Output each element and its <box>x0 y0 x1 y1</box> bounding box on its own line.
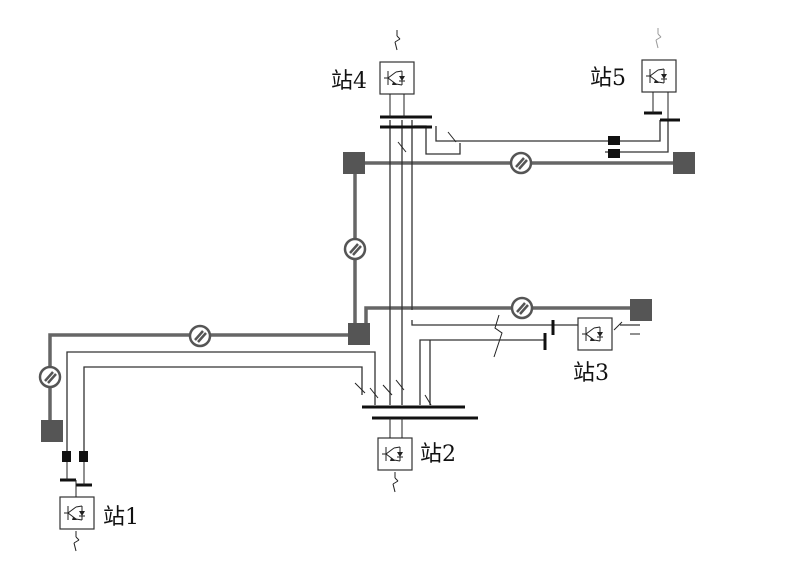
converter-station-1 <box>59 462 95 552</box>
station-1-label: 站1 <box>103 505 139 530</box>
fault-arrow-icon <box>354 131 640 406</box>
thin-connections <box>66 120 669 455</box>
station-2-label: 站2 <box>420 442 456 467</box>
converter-station-3 <box>577 317 613 351</box>
node-square <box>41 420 63 442</box>
breaker-icon <box>62 136 620 462</box>
node-square <box>630 299 652 321</box>
node-squares <box>41 152 695 442</box>
thick-network <box>48 161 685 430</box>
converter-station-4 <box>379 29 415 117</box>
node-square <box>673 152 695 174</box>
node-square <box>343 152 365 174</box>
node-square <box>348 323 370 345</box>
converter-station-5 <box>641 27 677 120</box>
station-4-label: 站4 <box>331 69 367 94</box>
bus-bars <box>60 111 680 487</box>
station-5-label: 站5 <box>590 66 626 91</box>
converter-station-2 <box>377 418 413 493</box>
station-3-label: 站3 <box>573 361 609 386</box>
